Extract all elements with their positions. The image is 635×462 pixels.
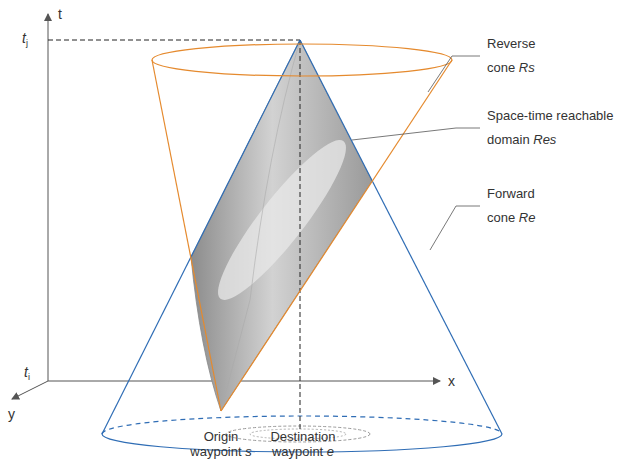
- axis-tick-label: tj: [22, 30, 28, 46]
- callout-label: Reverse cone Rs: [487, 32, 551, 80]
- axis-label: t: [58, 6, 62, 22]
- waypoint-label: Destination waypoint e: [262, 429, 344, 459]
- callout-label: Space-time reachable domain Res: [487, 104, 619, 152]
- axis-tick-label: ti: [24, 364, 30, 380]
- callout-label: Forward cone Re: [487, 182, 551, 230]
- axis-label: y: [8, 406, 15, 422]
- waypoint-label: Origin waypoint s: [185, 429, 257, 459]
- axis-label: x: [448, 373, 455, 389]
